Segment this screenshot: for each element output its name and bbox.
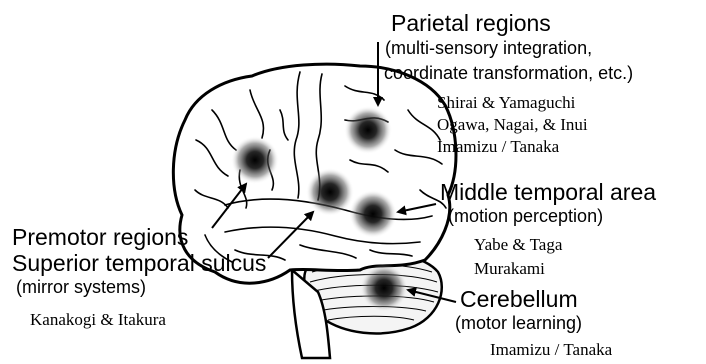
sts-title: Superior temporal sulcus — [12, 252, 266, 275]
parietal-desc-1: (multi-sensory integration, — [385, 39, 592, 57]
middle-temporal-title: Middle temporal area — [440, 181, 656, 204]
hotspot-sts — [306, 168, 354, 216]
cerebellum-desc: (motor learning) — [455, 314, 582, 332]
cerebellum-author: Imamizu / Tanaka — [490, 341, 612, 358]
parietal-author: Ogawa, Nagai, & Inui — [437, 114, 588, 136]
parietal-desc-2: coordinate transformation, etc.) — [384, 64, 633, 82]
hotspot-parietal — [344, 106, 392, 154]
sts-author: Kanakogi & Itakura — [30, 311, 166, 328]
middle-temporal-author: Murakami — [474, 257, 562, 281]
parietal-author: Imamizu / Tanaka — [437, 136, 588, 158]
sts-desc: (mirror systems) — [16, 278, 146, 296]
premotor-title: Premotor regions — [12, 226, 188, 249]
parietal-author: Shirai & Yamaguchi — [437, 92, 588, 114]
hotspot-cerebellum — [360, 264, 408, 312]
parietal-title: Parietal regions — [391, 12, 551, 35]
middle-temporal-author: Yabe & Taga — [474, 233, 562, 257]
hotspot-premotor — [231, 136, 279, 184]
hotspot-middle-temporal — [349, 190, 397, 238]
parietal-authors: Shirai & Yamaguchi Ogawa, Nagai, & Inui … — [437, 92, 588, 158]
middle-temporal-desc: (motion perception) — [448, 207, 603, 225]
middle-temporal-authors: Yabe & Taga Murakami — [474, 233, 562, 281]
cerebellum-title: Cerebellum — [460, 288, 578, 311]
